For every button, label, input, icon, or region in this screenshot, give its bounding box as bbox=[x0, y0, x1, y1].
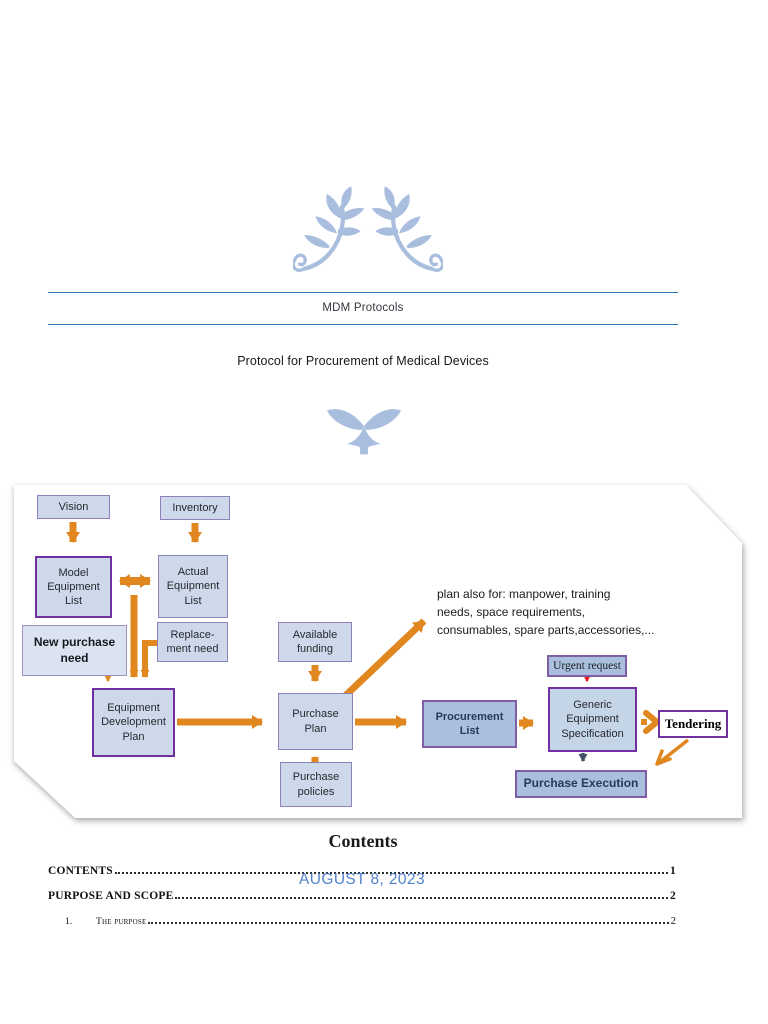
toc-entry-contents[interactable]: CONTENTS 1 bbox=[48, 863, 676, 877]
flowchart-box-generic-equipment-specification: Generic Equipment Specification bbox=[548, 687, 637, 752]
document-title: Protocol for Procurement of Medical Devi… bbox=[237, 354, 489, 368]
toc-dot-leader bbox=[175, 897, 669, 899]
flowchart-box-actual-equipment-list: Actual Equipment List bbox=[158, 555, 228, 618]
toc-dot-leader bbox=[148, 922, 669, 924]
toc-entry-the-purpose[interactable]: 1. The purpose 2 bbox=[65, 913, 676, 927]
toc-entry-purpose-and-scope[interactable]: PURPOSE AND SCOPE 2 bbox=[48, 888, 676, 902]
band-title: MDM Protocols bbox=[322, 302, 404, 314]
cover-date: AUGUST 8, 2023 bbox=[299, 871, 425, 888]
flowchart-box-purchase-plan: Purchase Plan bbox=[278, 693, 353, 750]
flowchart-box-procurement-list: Procurement List bbox=[422, 700, 517, 748]
flowchart-figure: Vision Inventory Model Equipment List Ac… bbox=[14, 485, 742, 818]
table-of-contents: CONTENTS 1 PURPOSE AND SCOPE 2 1. The pu… bbox=[48, 863, 676, 938]
flowchart-box-tendering: Tendering bbox=[658, 710, 728, 738]
flowchart-box-new-purchase-need: New purchase need bbox=[22, 625, 127, 676]
flowchart-box-equipment-development-plan: Equipment Development Plan bbox=[92, 688, 175, 757]
leaf-motif-icon bbox=[326, 409, 402, 455]
flowchart-box-purchase-policies: Purchase policies bbox=[280, 762, 352, 807]
toc-entry-label: PURPOSE AND SCOPE bbox=[48, 890, 174, 902]
flowchart-box-inventory: Inventory bbox=[160, 496, 230, 520]
toc-entry-label: CONTENTS bbox=[48, 865, 113, 877]
flowchart-box-available-funding: Available funding bbox=[278, 622, 352, 662]
flowchart-box-vision: Vision bbox=[37, 495, 110, 519]
toc-entry-number: 1. bbox=[65, 917, 73, 927]
floral-flourish-icon bbox=[293, 186, 443, 284]
flowchart-canvas: Vision Inventory Model Equipment List Ac… bbox=[14, 485, 742, 818]
flowchart-plan-note: plan also for: manpower, training needs,… bbox=[437, 587, 655, 637]
band-divider-top bbox=[48, 292, 678, 293]
toc-page-number: 2 bbox=[670, 916, 676, 927]
flowchart-box-model-equipment-list: Model Equipment List bbox=[35, 556, 112, 618]
contents-heading: Contents bbox=[328, 831, 398, 851]
band-divider-bottom bbox=[48, 324, 678, 325]
flowchart-box-purchase-execution: Purchase Execution bbox=[515, 770, 647, 798]
flowchart-box-urgent-request: Urgent request bbox=[547, 655, 627, 677]
toc-entry-label: The purpose bbox=[96, 917, 147, 927]
flowchart-arrows bbox=[66, 522, 690, 766]
flowchart-box-replacement-need: Replace- ment need bbox=[157, 622, 228, 662]
toc-page-number: 1 bbox=[670, 865, 676, 877]
toc-page-number: 2 bbox=[670, 890, 676, 902]
toc-dot-leader bbox=[114, 872, 669, 874]
